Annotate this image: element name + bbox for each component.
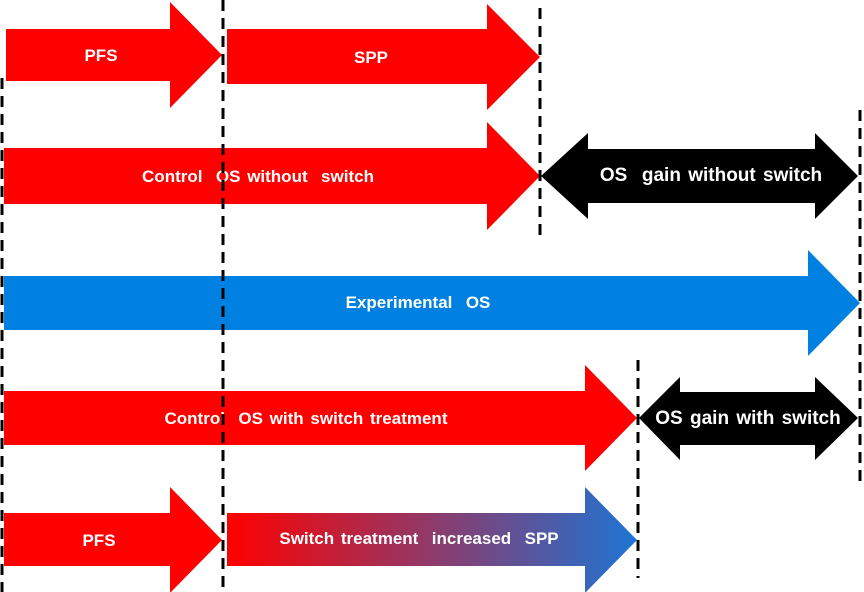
row-3: Experimental OS [4, 250, 860, 356]
pfs-label-row-5: PFS [82, 531, 115, 550]
pfs-arrow-row-5 [4, 487, 222, 592]
control-os-with-switch-arrow [4, 365, 637, 471]
os-gain-with-switch-arrow [639, 377, 858, 460]
control-os-without-switch-arrow [4, 122, 540, 230]
control-os-without-switch-label: Control OS without switch [142, 167, 374, 186]
experimental-os-arrow [4, 250, 860, 356]
os-gain-without-switch-label: OS gain without switch [600, 165, 822, 186]
switch-treatment-increased-spp-label: Switch treatment increased SPP [279, 529, 558, 548]
spp-label: SPP [354, 48, 388, 67]
switch-treatment-increased-spp-arrow [227, 487, 637, 592]
spp-arrow [227, 4, 540, 110]
row-4: Control OS with switch treatment OS gain… [4, 365, 858, 471]
row-1: PFS SPP [6, 2, 540, 110]
row-2: Control OS without switch OS gain withou… [4, 122, 858, 230]
experimental-os-label: Experimental OS [346, 293, 491, 312]
row-5: PFS Switch treatment increased SPP [4, 487, 637, 592]
control-os-with-switch-label: Control OS with switch treatment [165, 409, 448, 428]
os-gain-with-switch-label: OS gain with switch [655, 408, 840, 429]
pfs-arrow [6, 2, 222, 108]
os-gain-without-switch-arrow [541, 133, 858, 219]
pfs-label: PFS [84, 46, 117, 65]
